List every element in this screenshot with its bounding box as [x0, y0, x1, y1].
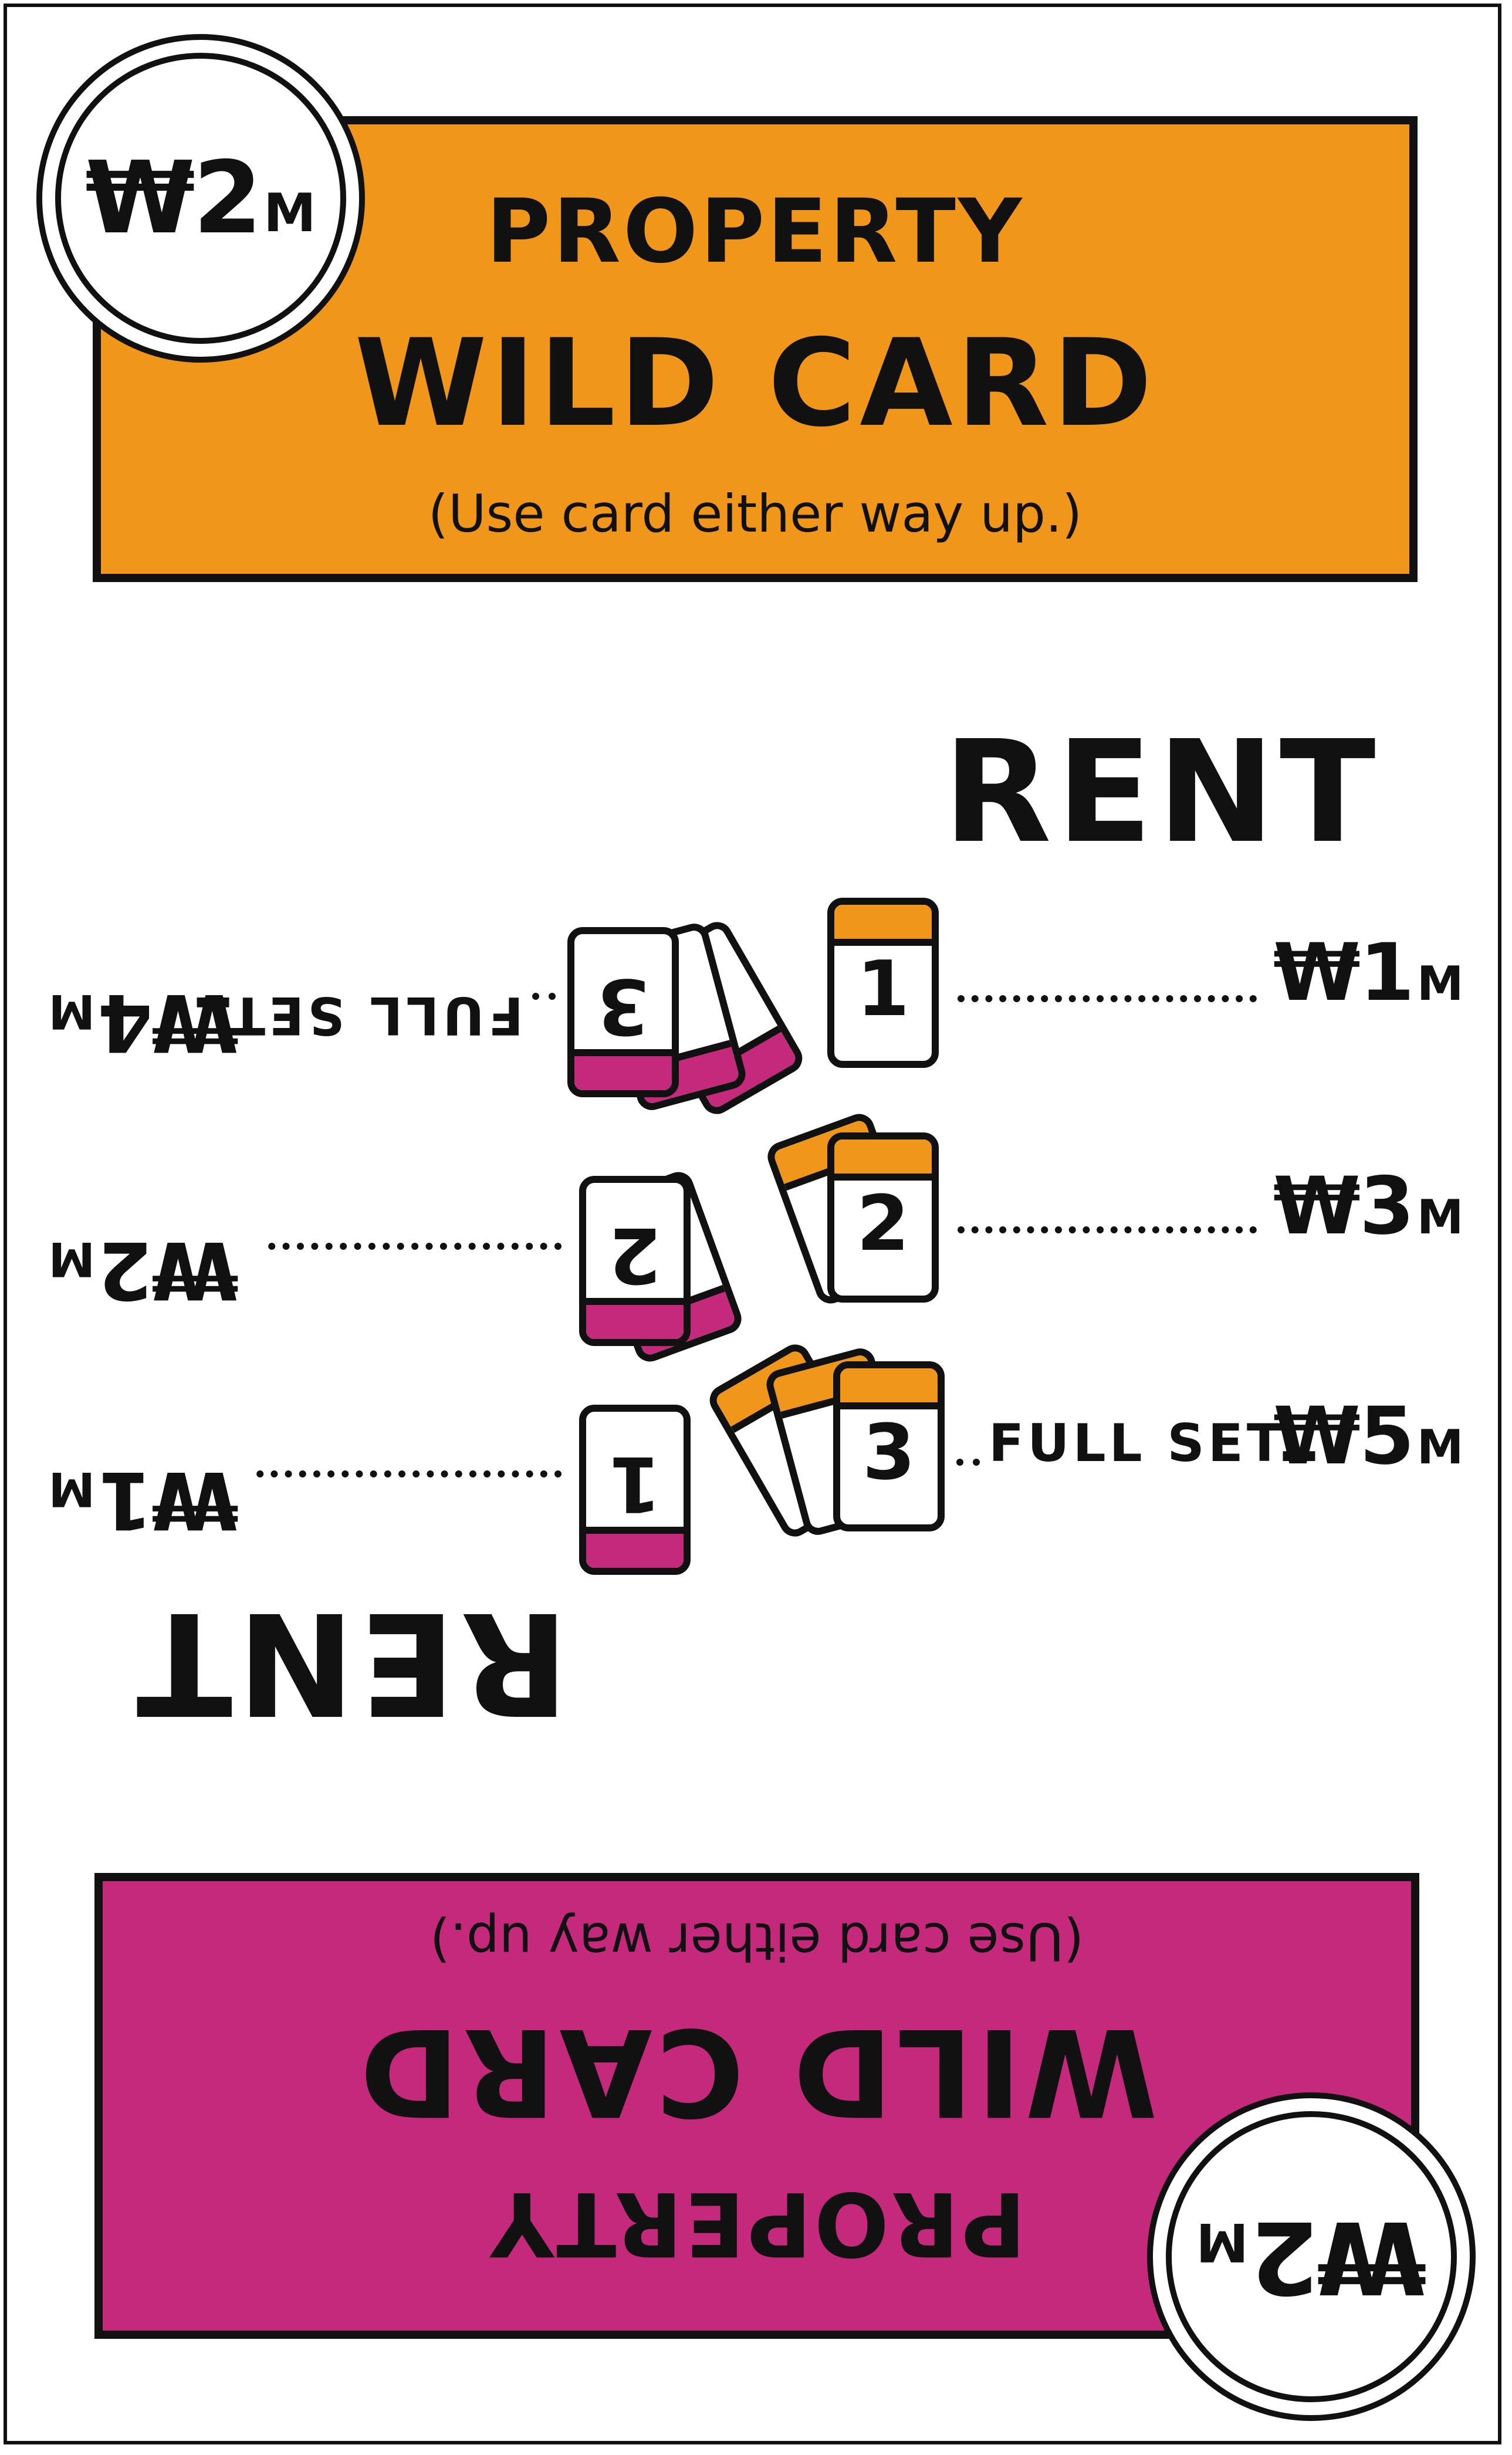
bottom-row3-dots-a — [532, 993, 556, 1000]
bottom-row2-price: ₩2M — [48, 1224, 239, 1316]
bottom-value-unit: M — [1196, 2211, 1249, 2273]
top-mini-card-2: 2 — [827, 1132, 939, 1303]
top-row2-dots — [958, 1226, 1257, 1233]
top-rent-row-2: 2 — [0, 1110, 1512, 1308]
top-mini-card-1: 1 — [827, 898, 939, 1068]
top-label-instructions: (Use card either way up.) — [428, 483, 1083, 544]
card-border — [4, 4, 1501, 2444]
bottom-mini-card-3: 3 — [567, 927, 679, 1097]
bottom-row1-count: 1 — [608, 1439, 662, 1529]
top-rent-row-3: 3 FULL SET.. ₩5M — [0, 1338, 1512, 1543]
bottom-row1-price: ₩1M — [48, 1454, 239, 1546]
top-row1-dots — [958, 995, 1257, 1002]
top-row2-count: 2 — [856, 1179, 910, 1268]
bottom-row3-price: ₩4M — [48, 976, 239, 1068]
bottom-row3-count: 3 — [596, 962, 650, 1051]
bottom-rent-row-3: 3 FULL SET.. ₩4M — [0, 916, 1512, 1120]
bottom-mini-card-1: 1 — [579, 1405, 691, 1575]
top-row1-count: 1 — [856, 944, 910, 1033]
bottom-value: ₩2 — [1251, 2199, 1427, 2315]
top-row3-price: ₩5M — [1273, 1390, 1464, 1482]
top-row3-dots-a — [956, 1459, 980, 1466]
top-rent-title: RENT — [943, 710, 1381, 874]
top-label-wild-card: WILD CARD — [354, 314, 1156, 454]
bottom-label-wild-card: WILD CARD — [356, 2001, 1158, 2141]
top-rent-row-1: 1 ₩1M — [0, 898, 1512, 1074]
card-bottom-half: PROPERTY WILD CARD (Use card either way … — [0, 1168, 1512, 2455]
bottom-rent-row-1: 1 ₩1M — [0, 1399, 1512, 1575]
top-value: ₩2 — [85, 140, 262, 256]
bottom-rent-row-2-price: ₩2M — [0, 1162, 1512, 1338]
top-row1-price: ₩1M — [1273, 926, 1464, 1019]
top-mini-card-3: 3 — [833, 1361, 945, 1531]
top-row3-fullset: FULL SET.. — [989, 1413, 1324, 1473]
bottom-value-coin: ₩2 M — [1147, 2092, 1476, 2421]
top-banner: PROPERTY WILD CARD (Use card either way … — [93, 116, 1418, 582]
bottom-label-instructions: (Use card either way up.) — [429, 1911, 1084, 1972]
bottom-row2-dots — [268, 1243, 561, 1250]
top-rent-row-2-price: ₩3M — [0, 1138, 1512, 1314]
top-label-property: PROPERTY — [486, 181, 1024, 283]
top-row3-count: 3 — [862, 1408, 916, 1497]
top-value-unit: M — [263, 182, 316, 244]
bottom-rent-title: RENT — [131, 1581, 569, 1745]
bottom-row1-dots — [256, 1470, 561, 1477]
card-top-half: PROPERTY WILD CARD (Use card either way … — [0, 34, 1512, 1308]
top-value-coin: ₩2 M — [36, 34, 365, 363]
top-row2-price: ₩3M — [1273, 1160, 1464, 1252]
